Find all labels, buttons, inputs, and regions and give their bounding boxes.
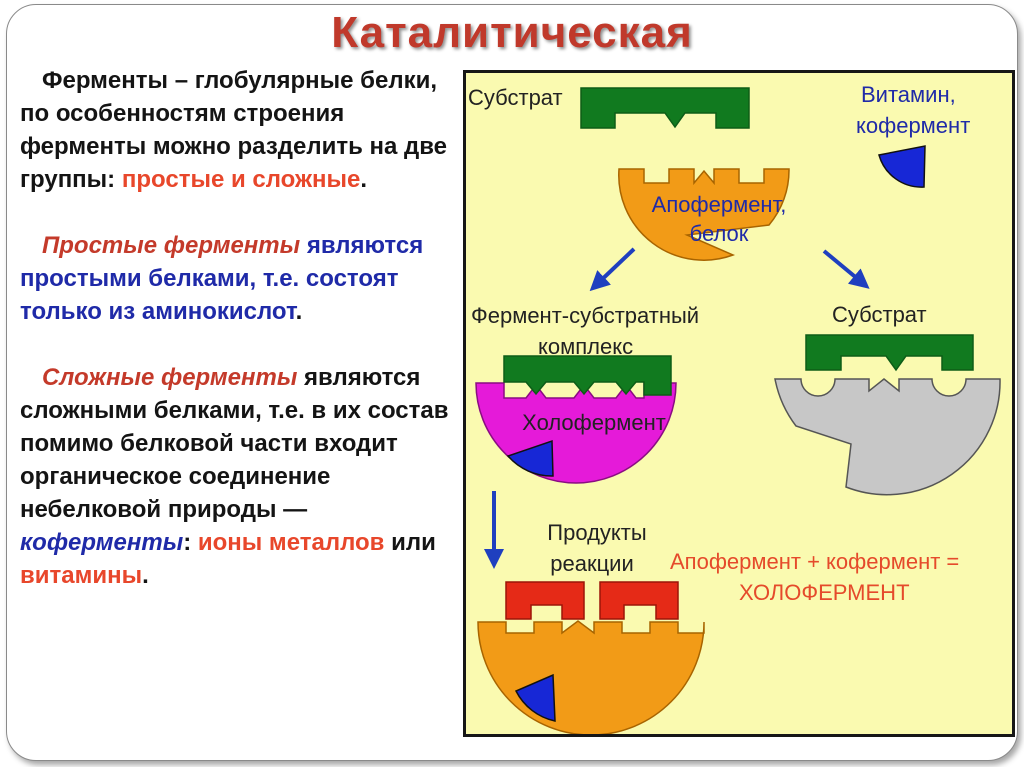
arrow-right [822,249,870,289]
complex-coenzymes: коферменты [20,529,184,556]
substrate-top-shape [580,87,750,129]
complex-vitamins: витамины [20,562,143,589]
vitamin-label-1: Витамин, [861,82,956,107]
simple-body: являются простыми белками, т.е. состоят … [20,232,424,325]
intro-end: . [360,166,368,193]
arrow-left [589,247,636,292]
complex-label-2: комплекс [538,334,633,359]
simple-end: . [295,298,303,325]
apoenzyme-label-2: белок [690,221,749,246]
simple-heading: Простые ферменты [42,232,301,259]
vitamin-label-2: кофермент [856,113,970,138]
complex-end: . [142,562,149,589]
enzyme-diagram: Субстрат Витамин, кофермент Апофермент, … [468,82,1001,734]
diagram-panel: Субстрат Витамин, кофермент Апофермент, … [463,70,1015,737]
product-right-shape [599,581,679,620]
substrate-right-shape [805,334,974,372]
substrate-right-label: Субстрат [832,302,927,327]
coenzyme-shape [878,145,926,188]
intro-groups: простые и сложные [121,166,361,193]
inactive-apoenzyme-shape [774,378,1001,496]
simple-paragraph: Простые ферменты являются простыми белка… [20,229,465,328]
holoenzyme-coenzyme [506,439,554,477]
complex-substrate-shape [503,355,672,396]
intro-text: Ферменты – глобулярные белки, по особенн… [20,67,448,193]
apoenzyme-shape [618,168,790,261]
intro-paragraph: Ферменты – глобулярные белки, по особенн… [20,64,465,196]
equation-label-2: ХОЛОФЕРМЕНТ [739,580,910,605]
page-title: Каталитическая [331,8,693,57]
complex-colon: : [183,529,192,556]
holoenzyme-label: Холофермент [522,410,666,435]
complex-or: или [391,529,436,556]
final-apoenzyme-shape [477,620,705,734]
final-coenzyme-shape [514,673,556,722]
text-column: Ферменты – глобулярные белки, по особенн… [20,64,465,592]
complex-heading: Сложные ферменты [42,364,298,391]
products-label-1: Продукты [547,520,646,545]
product-left-shape [505,581,585,620]
substrate-top-label: Субстрат [468,85,563,110]
products-label-2: реакции [550,551,634,576]
equation-label-1: Апофермент + кофермент = [670,549,959,574]
complex-label-1: Фермент-субстратный [471,303,699,328]
complex-paragraph: Сложные ферменты являются сложными белка… [20,361,465,592]
apoenzyme-label-1: Апофермент, [652,192,787,217]
complex-ions: ионы металлов [197,529,385,556]
complex-body: являются сложными белками, т.е. в их сос… [20,364,449,523]
